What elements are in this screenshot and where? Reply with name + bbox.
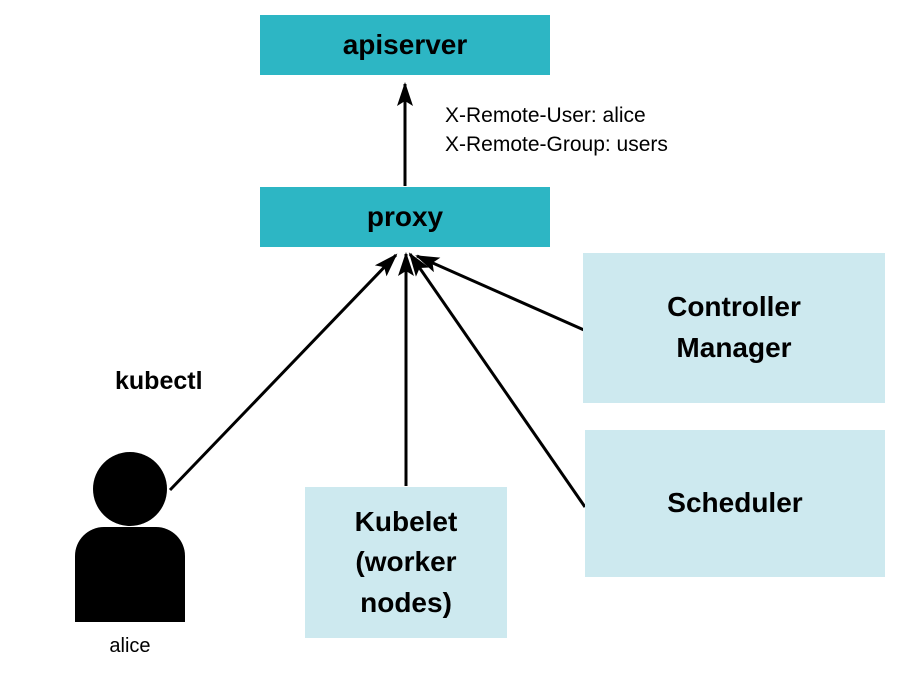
node-kubelet-label-line: (worker (355, 546, 457, 578)
node-kubelet: Kubelet (worker nodes) (305, 487, 507, 638)
node-controller-manager: Controller Manager (583, 253, 885, 403)
node-kubelet-label-line: Kubelet (354, 505, 458, 537)
node-scheduler-label: Scheduler (667, 487, 803, 519)
node-kubelet-label-line: nodes) (360, 586, 452, 618)
label-kubectl: kubectl (115, 367, 203, 395)
node-proxy-label: proxy (366, 200, 444, 232)
arrow-controller-manager-to-proxy (415, 254, 585, 332)
arrow-user-to-proxy (168, 253, 398, 492)
node-scheduler: Scheduler (585, 430, 885, 577)
node-controller-manager-label-line: Controller (667, 291, 801, 323)
node-apiserver-label: apiserver (342, 28, 468, 60)
label-request-headers: X-Remote-User: alice X-Remote-Group: use… (445, 101, 668, 159)
node-controller-manager-label-line: Manager (676, 332, 792, 363)
node-apiserver: apiserver (260, 15, 550, 75)
node-proxy: proxy (260, 187, 550, 247)
label-x-remote-group: X-Remote-Group: users (445, 133, 668, 156)
label-alice: alice (109, 635, 151, 657)
label-x-remote-user: X-Remote-User: alice (445, 104, 646, 127)
person-icon (75, 452, 185, 622)
arrow-scheduler-to-proxy (408, 252, 587, 508)
